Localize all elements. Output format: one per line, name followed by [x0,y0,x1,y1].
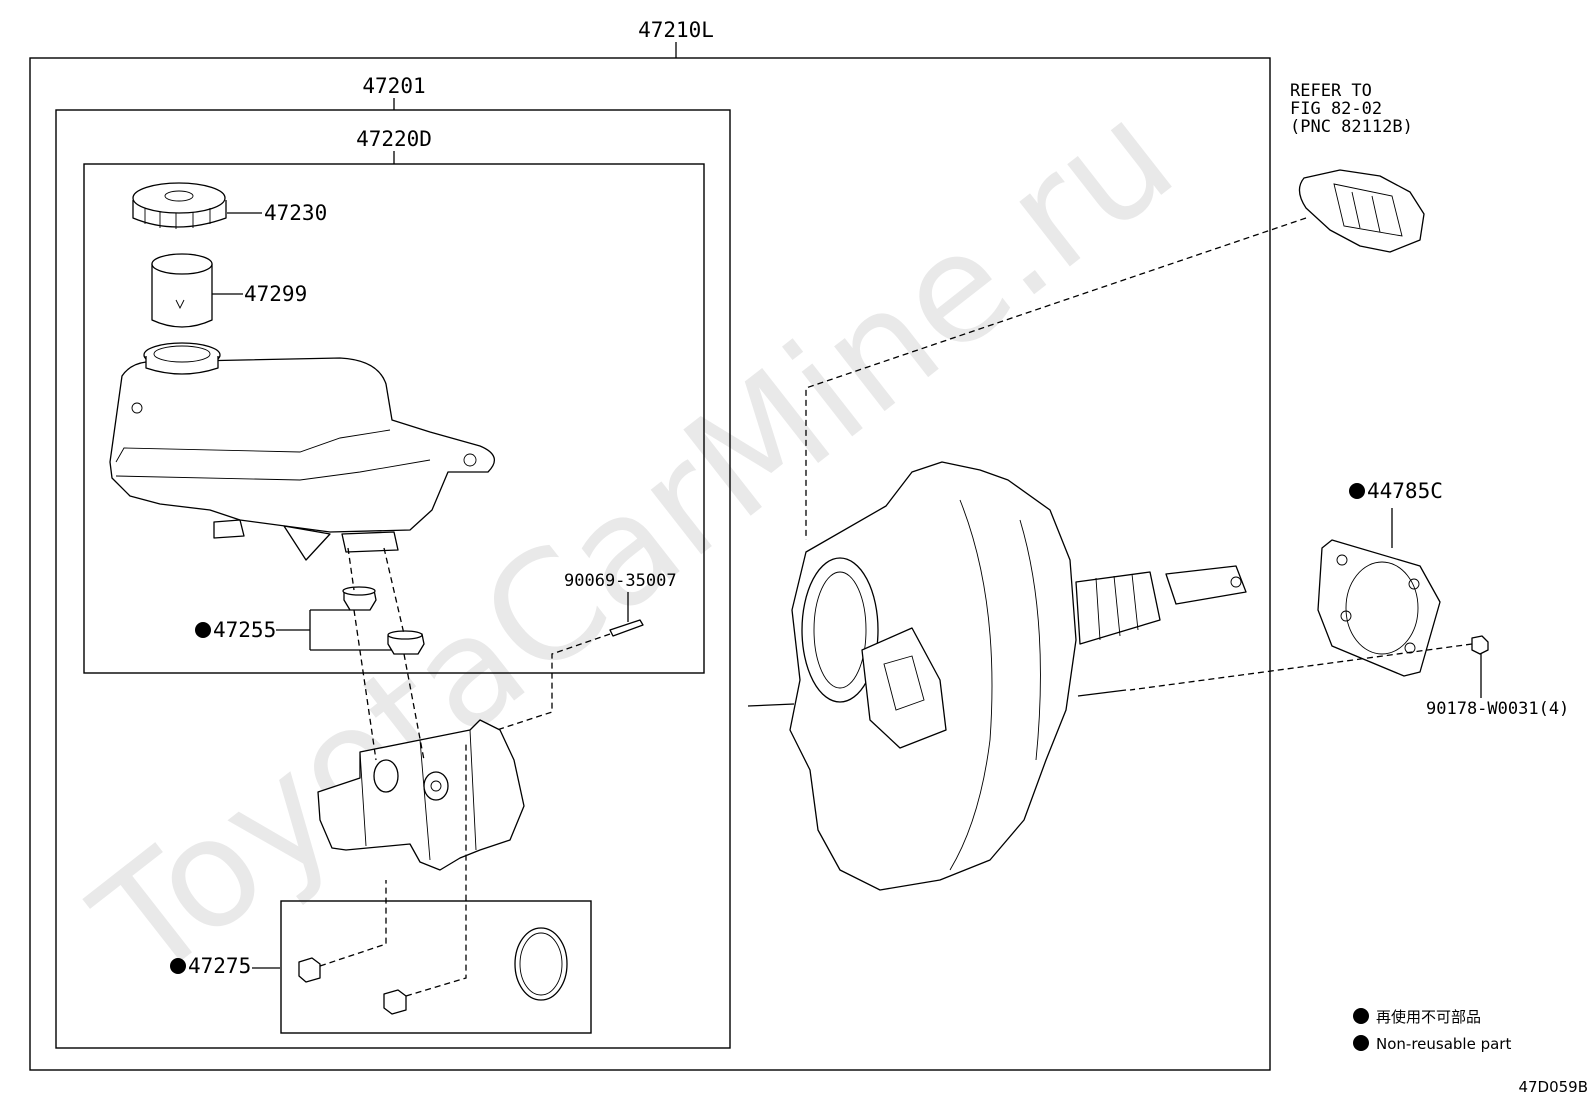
refer-note-line3[interactable]: (PNC 82112B) [1290,117,1413,137]
gasket-icon [1317,539,1441,677]
callout-47255[interactable]: 47255 [213,618,276,642]
callout-47220D[interactable]: 47220D [356,127,432,151]
grommet-icon [342,586,425,655]
pin-icon [609,619,644,637]
reservoir-strainer-icon [151,253,213,328]
filled-circle-icon [195,622,211,638]
legend-marker-icon [1353,1035,1369,1051]
master-cylinder-icon [317,719,525,871]
legend-marker-icon [1353,1008,1369,1024]
callout-47210L[interactable]: 47210L [638,18,714,42]
plug-bolt-icon [298,957,407,1015]
filled-circle-icon [1349,483,1365,499]
refer-note-line2: FIG 82-02 [1290,99,1382,119]
callout-47275[interactable]: 47275 [188,954,251,978]
assembly-47210L-frame [29,57,1271,1071]
vacuum-sensor-icon [1298,169,1425,253]
plug-kit-frame [280,900,592,1034]
refer-note-line1: REFER TO [1290,81,1372,101]
brake-booster-icon [747,461,1247,891]
reservoir-cap-icon [132,182,227,229]
figure-id: 47D059B [1518,1078,1588,1096]
legend-jp: 再使用不可部品 [1376,1008,1481,1026]
filled-circle-icon [170,958,186,974]
callout-90069-35007[interactable]: 90069-35007 [564,571,677,591]
nut-icon [1471,635,1489,655]
callout-47299[interactable]: 47299 [244,282,307,306]
o-ring-icon [514,927,568,1001]
legend-en: Non-reusable part [1376,1035,1511,1053]
callout-44785C[interactable]: 44785C [1367,479,1443,503]
sub-47201-frame [55,109,731,1049]
callout-47230[interactable]: 47230 [264,201,327,225]
callout-47201[interactable]: 47201 [362,74,425,98]
callout-90178-W0031[interactable]: 90178-W0031(4) [1426,699,1569,719]
brake-fluid-reservoir-icon [109,342,496,561]
